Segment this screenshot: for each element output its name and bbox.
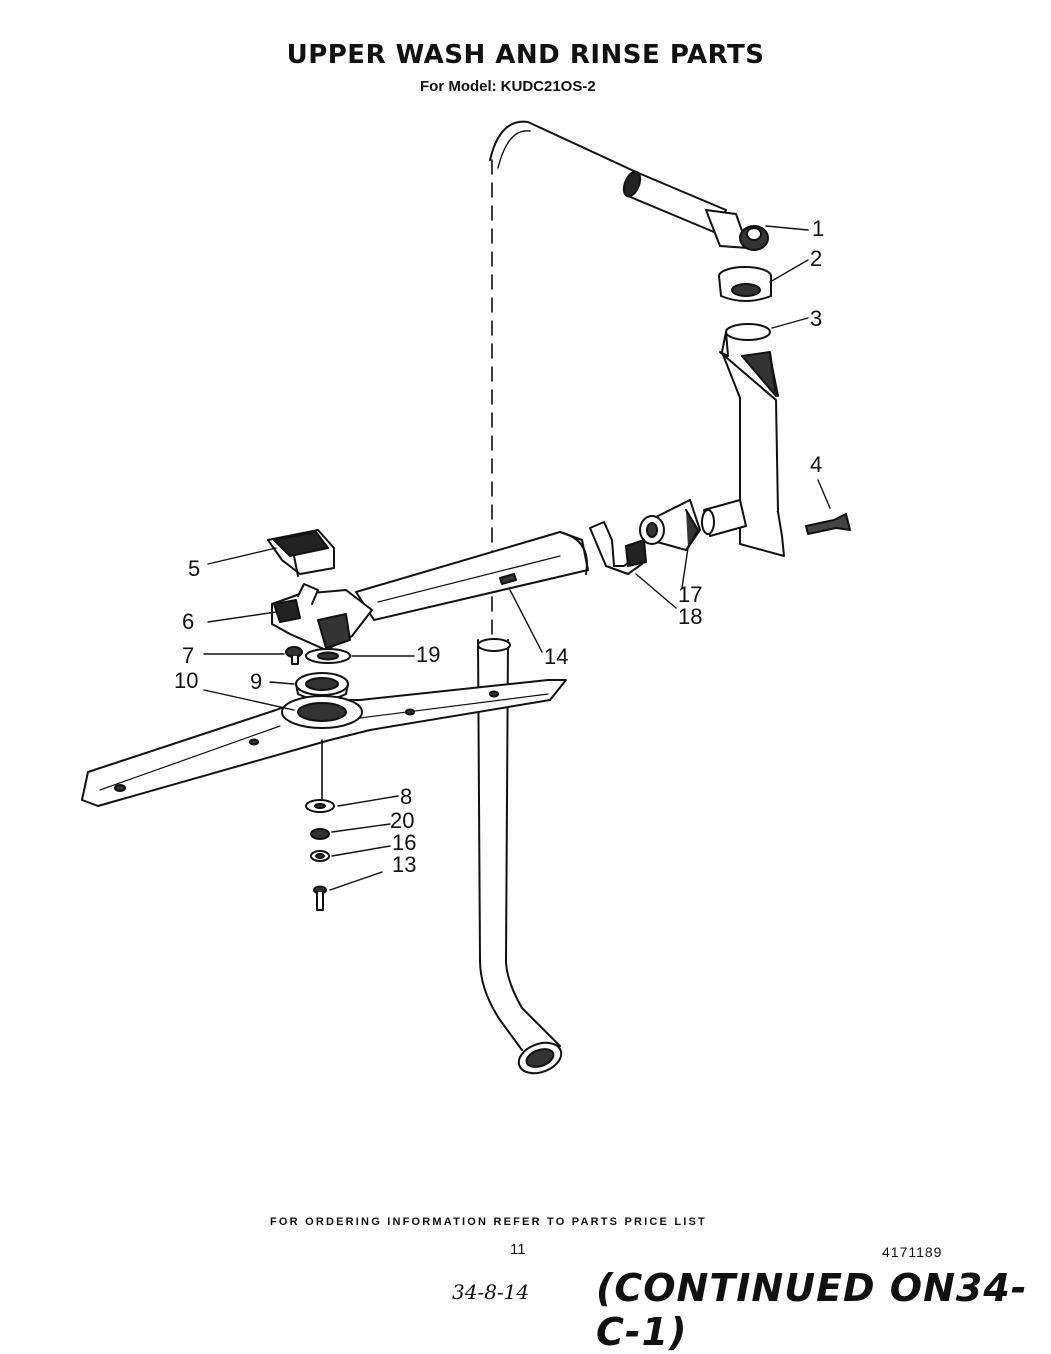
- callout-5: 5: [188, 556, 201, 581]
- callout-10: 10: [174, 668, 199, 693]
- model-number: KUDC21OS-2: [500, 78, 596, 95]
- model-subtitle: For Model:KUDC21OS-2: [420, 78, 596, 95]
- document-number: 4171189: [882, 1244, 943, 1260]
- callout-14: 14: [544, 644, 569, 669]
- callout-17: 17: [678, 582, 703, 607]
- part-7-screw: [285, 646, 303, 665]
- callout-2: 2: [810, 246, 823, 271]
- page-number: 11: [510, 1241, 526, 1258]
- part-18-clip: [589, 521, 647, 575]
- callout-1: 1: [812, 216, 825, 241]
- part-1-fitting: [739, 225, 769, 251]
- part-14-spray-tube: [355, 531, 589, 621]
- part-6-manifold: [271, 583, 373, 651]
- part-13-screw: [313, 885, 327, 911]
- page-title: UPPER WASH AND RINSE PARTS: [286, 40, 765, 70]
- callout-4: 4: [810, 452, 823, 477]
- leader-lines: [203, 225, 831, 891]
- part-16-washer: [310, 850, 330, 862]
- part-8-washer: [305, 799, 335, 813]
- callout-13: 13: [392, 852, 417, 877]
- callout-19: 19: [416, 642, 441, 667]
- ordering-info-note: FOR ORDERING INFORMATION REFER TO PARTS …: [270, 1216, 707, 1228]
- callout-16: 16: [392, 830, 417, 855]
- callout-9: 9: [250, 669, 263, 694]
- part-19-washer: [305, 648, 351, 664]
- part-5-clamp: [267, 529, 335, 577]
- hose-section: [622, 170, 749, 249]
- part-20-nut: [310, 828, 330, 840]
- model-label: For Model:: [420, 78, 497, 95]
- lower-feed-tube: [477, 638, 563, 1075]
- callout-20: 20: [390, 808, 415, 833]
- continued-note: (CONTINUED ON34-C-1): [596, 1266, 1028, 1354]
- callout-3: 3: [810, 306, 823, 331]
- part-17-coupling: [639, 499, 747, 551]
- callout-18: 18: [678, 604, 703, 629]
- callout-6: 6: [182, 609, 195, 634]
- callout-7: 7: [182, 643, 195, 668]
- handwritten-note: 34-8-14: [452, 1280, 530, 1304]
- part-10-spray-arm: [81, 679, 567, 807]
- callout-8: 8: [400, 784, 413, 809]
- part-2-nut: [718, 266, 772, 302]
- part-3-conduit: [719, 323, 785, 557]
- part-4-screw: [805, 513, 851, 535]
